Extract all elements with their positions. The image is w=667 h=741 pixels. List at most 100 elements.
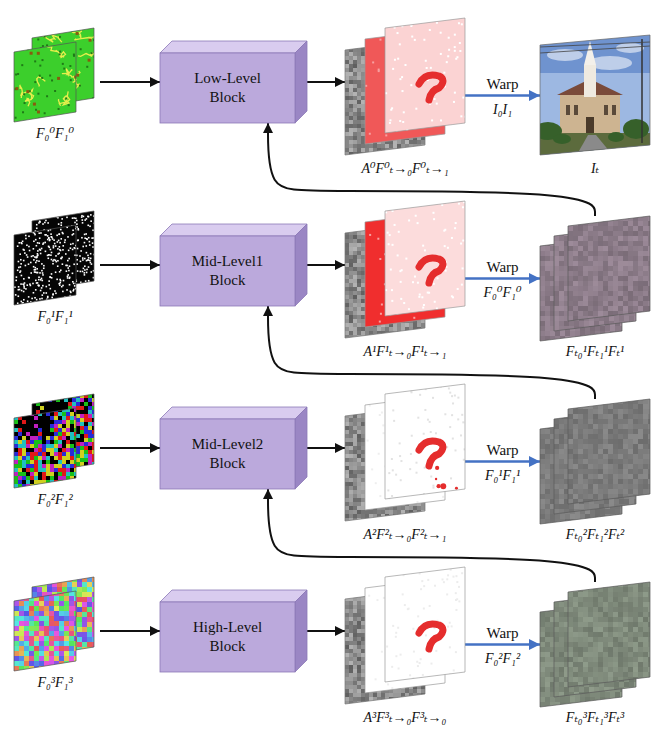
picture-detail [349,76,353,80]
picture-detail [65,253,67,255]
picture-detail [345,148,349,152]
picture-detail [58,223,60,225]
picture-detail [357,303,361,307]
picture-detail [373,144,377,148]
picture-detail [345,235,349,239]
picture-detail [345,84,349,88]
picture-detail [349,283,353,287]
picture-detail [14,225,76,305]
picture-detail [90,283,92,285]
picture-detail [386,23,388,25]
picture-detail [59,233,61,235]
picture-detail [365,85,367,87]
picture-detail [357,104,361,108]
picture-detail [353,76,357,80]
picture-detail [345,88,349,92]
picture-detail [353,235,357,239]
picture-detail [393,152,397,156]
picture-detail [82,246,84,248]
picture-detail [48,284,50,286]
picture-detail [76,259,78,261]
picture-detail [36,224,38,226]
picture-detail [349,287,353,291]
picture-detail [353,323,357,327]
picture-detail [345,68,349,72]
picture-detail [38,285,40,287]
picture-detail [88,259,90,261]
picture-detail [45,220,47,222]
picture-detail [349,40,353,44]
picture-detail [37,272,39,274]
picture-detail [42,285,44,287]
picture-detail [22,230,24,232]
picture-detail [28,263,30,265]
picture-detail [88,266,90,268]
picture-detail [392,68,394,70]
picture-detail [353,223,357,227]
picture-detail [353,148,357,152]
picture-detail [584,65,596,97]
picture-detail [19,253,21,255]
picture-detail [353,64,357,68]
picture-detail [353,307,357,311]
picture-detail [86,218,88,220]
picture-detail [357,319,361,323]
picture-detail [15,294,17,296]
picture-detail [345,92,349,96]
picture-detail [389,122,391,124]
picture-detail [47,235,49,237]
picture-detail [57,241,59,243]
picture-detail [37,250,39,252]
picture-detail [414,39,416,41]
picture-detail [353,132,357,136]
picture-detail [566,105,570,115]
picture-detail [69,277,71,279]
picture-detail [353,136,357,140]
picture-detail [353,128,357,132]
picture-detail [37,52,40,55]
picture-detail [345,72,349,76]
picture-detail [353,287,357,291]
picture-detail [438,136,440,138]
picture-detail [365,144,369,148]
picture-detail [353,120,357,124]
picture-detail [60,238,62,240]
picture-detail [34,230,36,232]
picture-detail [405,152,409,156]
picture-detail [454,92,456,94]
picture-detail [47,257,49,259]
warp-arrow [465,277,540,280]
picture-detail [81,219,83,221]
feedback-arrow [268,306,595,399]
picture-detail [27,256,29,258]
picture-detail [75,218,77,220]
picture-detail [43,267,45,269]
picture-detail [48,247,50,249]
picture-detail [24,252,26,254]
picture-detail [353,44,357,48]
picture-detail [65,97,67,99]
picture-detail [349,60,353,64]
picture-detail [23,260,25,262]
picture-detail [345,132,349,136]
picture-detail [14,42,76,122]
picture-detail [361,144,365,148]
picture-detail [30,272,32,274]
picture-detail [39,272,41,274]
picture-detail [353,315,357,319]
picture-detail [345,263,349,267]
picture-detail [353,40,357,44]
picture-detail [357,279,361,283]
picture-detail [76,74,79,77]
picture-detail [67,267,69,269]
picture-detail [23,284,25,286]
picture-detail [357,68,361,72]
picture-detail [399,120,401,122]
picture-detail [86,66,88,68]
picture-detail [345,323,349,327]
picture-detail [38,279,40,281]
picture-detail [574,105,578,115]
picture-detail [447,55,449,57]
picture-detail [409,148,413,152]
picture-detail [357,295,361,299]
